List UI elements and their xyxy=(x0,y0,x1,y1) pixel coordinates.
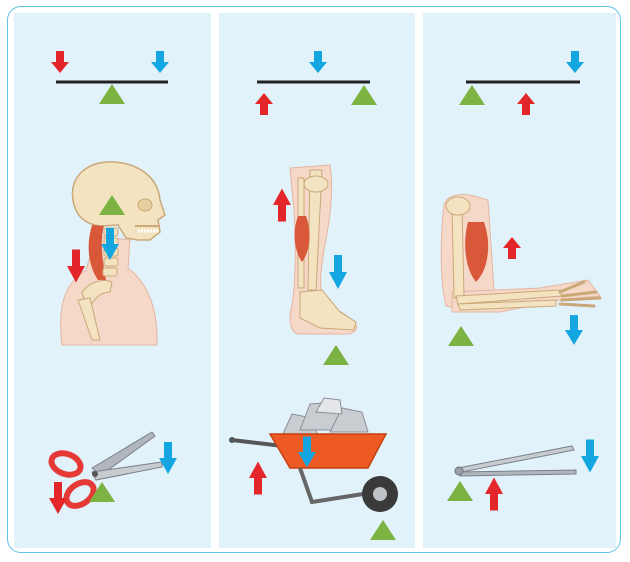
effort-arrow-up-icon xyxy=(273,188,291,222)
lever-diagram-3 xyxy=(459,51,584,115)
load-arrow-down-icon xyxy=(565,315,583,345)
effort-arrow-up-icon xyxy=(255,93,273,115)
fulcrum-triangle-icon xyxy=(459,85,485,105)
fulcrum-triangle-icon xyxy=(448,326,474,346)
fulcrum-triangle-icon xyxy=(99,84,125,104)
effort-arrow-up-icon xyxy=(503,237,521,259)
fulcrum-triangle-icon xyxy=(351,85,377,105)
effort-arrow-up-icon xyxy=(517,93,535,115)
load-arrow-down-icon xyxy=(151,51,169,73)
foot-calf-illustration xyxy=(273,164,357,365)
load-arrow-down-icon xyxy=(581,439,599,473)
effort-arrow-down-icon xyxy=(51,51,69,73)
fulcrum-triangle-icon xyxy=(323,345,349,365)
lever-diagram-1 xyxy=(51,51,169,104)
load-arrow-down-icon xyxy=(159,442,177,474)
load-arrow-down-icon xyxy=(329,254,347,290)
effort-arrow-up-icon xyxy=(249,461,267,495)
load-arrow-down-icon xyxy=(309,51,327,73)
fulcrum-triangle-icon xyxy=(370,520,396,540)
fulcrum-triangle-icon xyxy=(447,481,473,501)
scissors-illustration xyxy=(48,431,177,514)
lever-diagram-2 xyxy=(255,51,377,115)
tongs-illustration xyxy=(447,439,599,511)
wheelbarrow-illustration xyxy=(229,397,398,540)
head-neck-illustration xyxy=(60,161,166,346)
load-arrow-down-icon xyxy=(566,51,584,73)
effort-arrow-up-icon xyxy=(485,477,503,511)
forearm-biceps-illustration xyxy=(440,193,602,346)
